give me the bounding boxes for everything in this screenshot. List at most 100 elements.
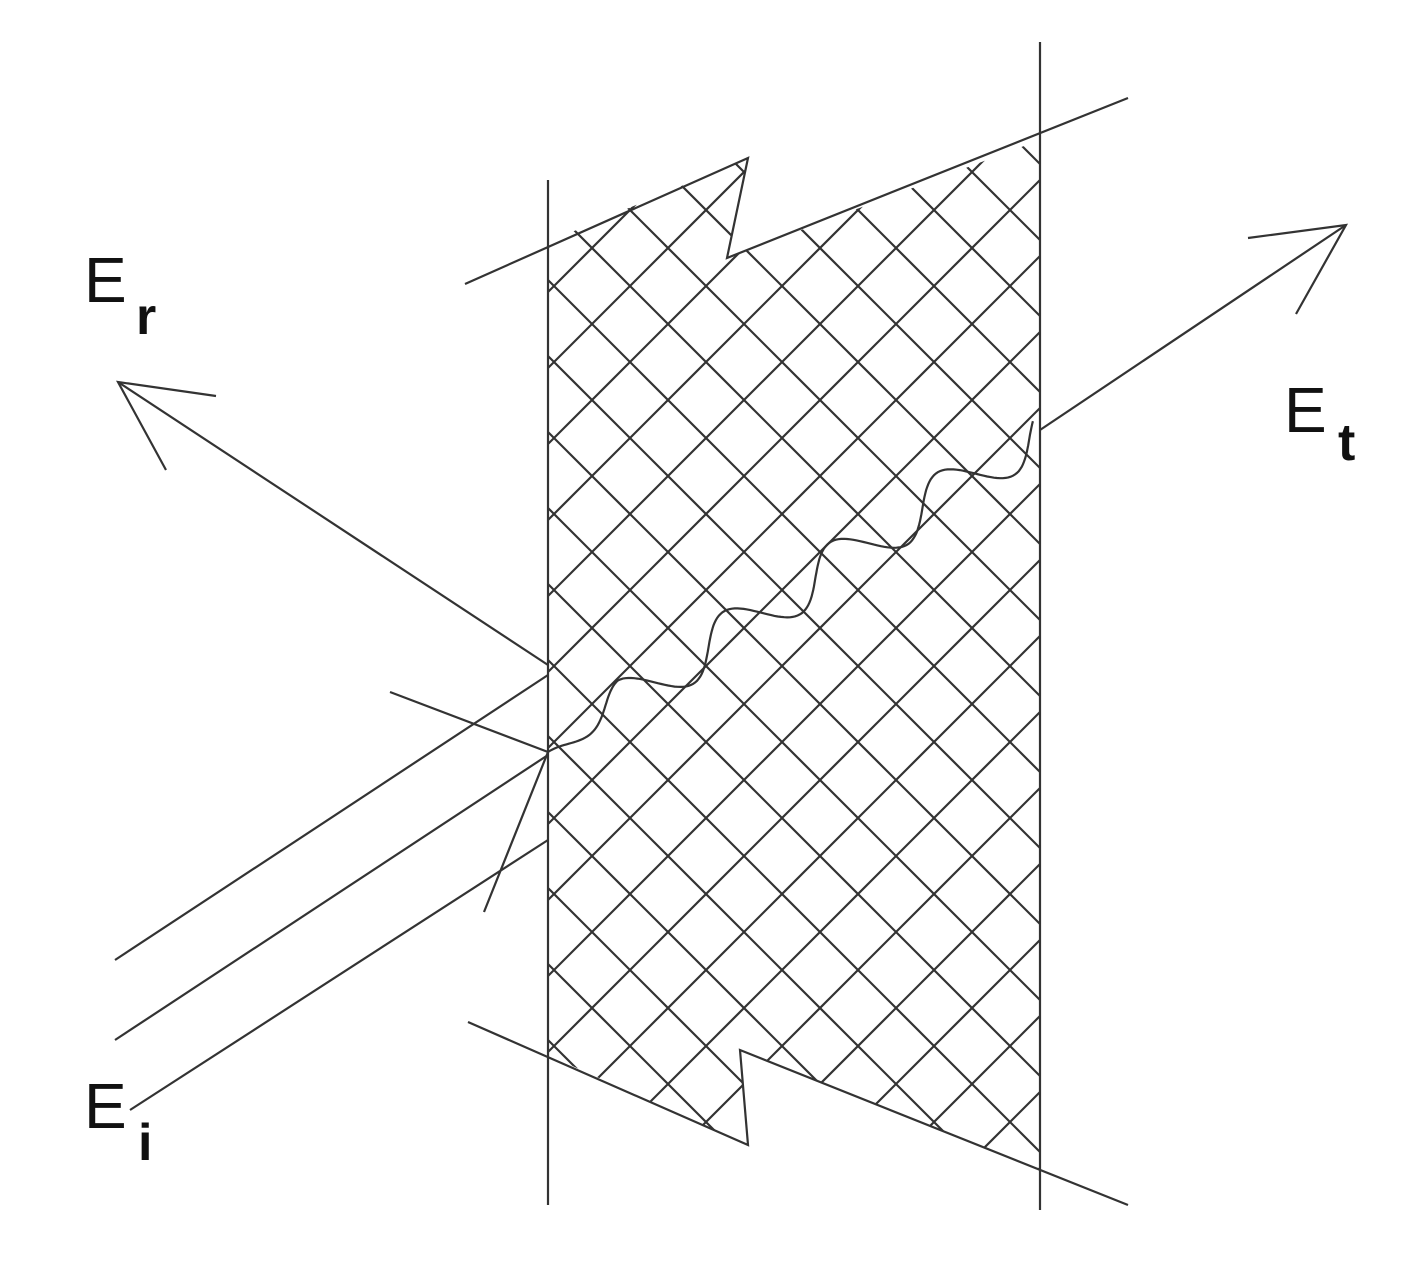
hatch-line-down xyxy=(548,140,1040,1170)
hatch-line-up xyxy=(548,140,1040,1170)
hatch-line-up xyxy=(867,140,1040,1170)
top-break-edge xyxy=(464,96,1129,286)
hatch-line-up xyxy=(548,140,1040,1170)
hatch-line-up xyxy=(0,0,504,1288)
hatch-line-down xyxy=(548,140,1040,1170)
hatch-line-up xyxy=(548,140,1040,1170)
reflected-ray xyxy=(117,381,549,666)
hatch-line-up xyxy=(548,140,1040,1170)
hatch-line-up xyxy=(0,0,428,1288)
hatch-line-down xyxy=(639,140,1040,1170)
hatch-line-down xyxy=(1019,140,1040,1170)
svg-text:E: E xyxy=(84,244,127,316)
incident-ray-upper xyxy=(114,674,549,961)
hatch-line-down xyxy=(1096,0,1408,1288)
hatch-line-down xyxy=(548,140,1037,1170)
hatch-line-up xyxy=(1019,140,1040,1170)
hatch-line-down xyxy=(715,140,1040,1170)
hatch-line-down xyxy=(548,140,1040,1170)
hatch-line-up xyxy=(548,140,1040,1170)
hatch-line-up xyxy=(0,0,276,1288)
hatch-line-up xyxy=(943,140,1040,1170)
incident-arrowhead xyxy=(389,690,550,913)
hatch-line-up xyxy=(1096,0,1408,1288)
hatch-line-up xyxy=(548,140,1040,1170)
hatch-line-up xyxy=(548,140,1040,1170)
label-transmitted: E t xyxy=(1284,374,1355,472)
hatch-line-down xyxy=(0,0,352,1288)
bottom-break-edge xyxy=(467,1020,1129,1207)
incident-ray-lower xyxy=(129,839,549,1111)
hatch-line-down xyxy=(548,140,1040,1170)
hatch-line-down xyxy=(0,0,504,1288)
transmitted-wave-inside xyxy=(547,420,1034,753)
hatch-line-up xyxy=(548,140,1040,1170)
svg-text:E: E xyxy=(1284,374,1327,446)
hatch-line-up xyxy=(715,140,1040,1170)
hatch-line-down xyxy=(548,140,1040,1170)
svg-text:r: r xyxy=(136,288,156,346)
hatch-line-down xyxy=(867,140,1040,1170)
reflected-arrowhead xyxy=(115,380,217,471)
hatch-line-down xyxy=(548,140,1040,1170)
hatch-line-down xyxy=(548,140,885,1170)
transmitted-ray xyxy=(1039,224,1347,431)
incident-ray-middle xyxy=(114,754,549,1041)
label-incident: E i xyxy=(84,1070,152,1172)
hatch-line-up xyxy=(0,0,352,1288)
hatch-line-up xyxy=(548,140,961,1170)
hatch-line-down xyxy=(0,0,276,1288)
hatch-line-down xyxy=(548,140,1040,1170)
hatch-line-down xyxy=(0,0,428,1288)
svg-text:i: i xyxy=(138,1114,152,1172)
hatch-line-down xyxy=(548,140,1040,1170)
hatch-line-up xyxy=(548,140,1040,1170)
hatch-line-up xyxy=(639,140,1040,1170)
hatch-line-up xyxy=(548,140,885,1170)
transmitted-arrowhead xyxy=(1247,223,1349,315)
hatch-line-down xyxy=(548,140,1040,1170)
svg-text:t: t xyxy=(1338,414,1355,472)
svg-text:E: E xyxy=(84,1070,127,1142)
label-reflected: E r xyxy=(84,244,156,346)
hatch-line-down xyxy=(548,140,1040,1170)
hatch-line-down xyxy=(943,140,1040,1170)
hatch-line-down xyxy=(548,140,1040,1170)
hatch-line-down xyxy=(548,140,961,1170)
hatch-line-up xyxy=(563,140,1040,1170)
